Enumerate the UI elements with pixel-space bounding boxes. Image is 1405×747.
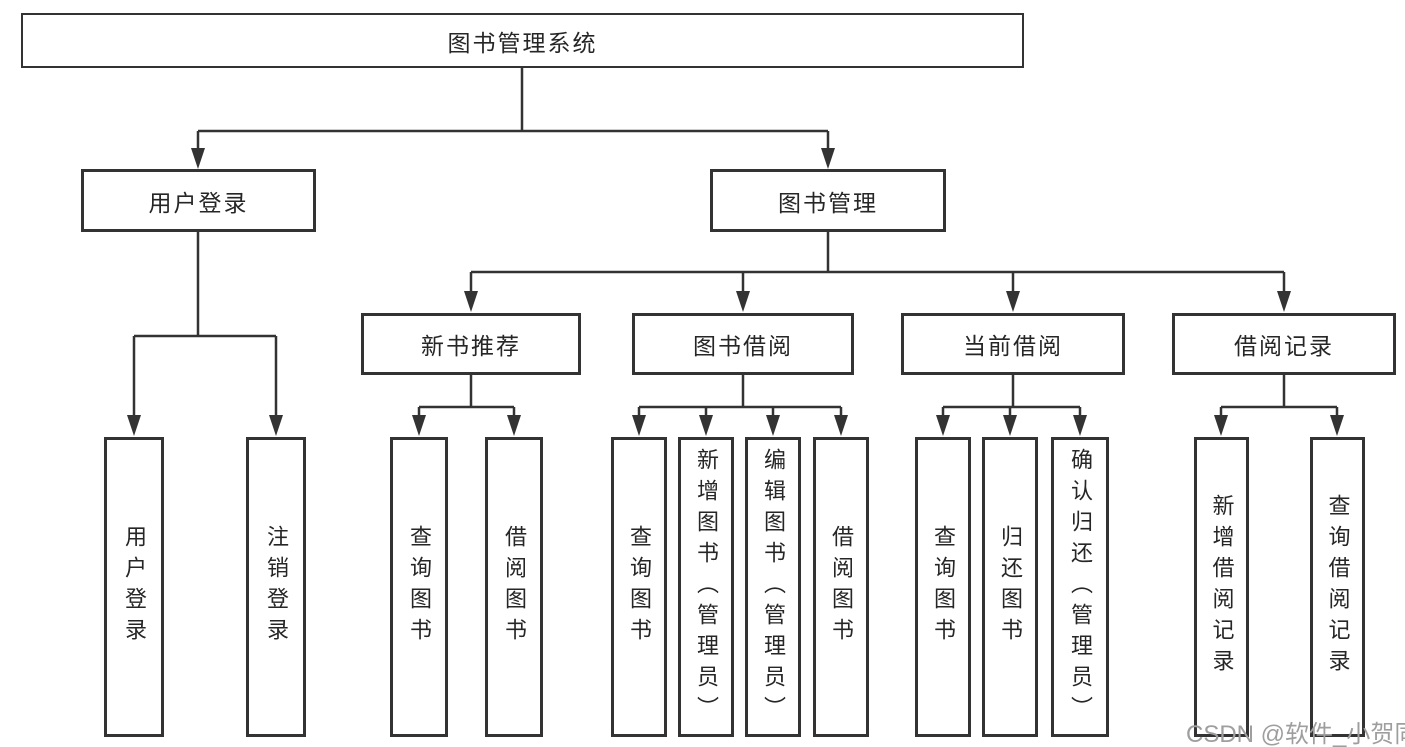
arrowhead-icons [127, 148, 1344, 436]
leaf-borrow-books: 借阅图书 [813, 437, 869, 737]
leaf-query-borrow-record: 查询借阅记录 [1310, 437, 1365, 737]
leaf-user-login: 用户登录 [104, 437, 164, 737]
arrow-down-icon [1277, 291, 1291, 312]
leaf-add-book-admin: 新增图书（管理员） [678, 437, 734, 737]
node-book-management: 图书管理 [710, 169, 946, 232]
leaf-logout: 注销登录 [246, 437, 306, 737]
leaf-query-books-current: 查询图书 [915, 437, 971, 737]
node-book-borrow: 图书借阅 [632, 313, 854, 375]
node-user-login: 用户登录 [81, 169, 316, 232]
leaf-borrow-books-recommend: 借阅图书 [485, 437, 543, 737]
arrow-down-icon [766, 415, 780, 436]
arrow-down-icon [1073, 415, 1087, 436]
arrow-down-icon [464, 291, 478, 312]
node-new-book-recommend: 新书推荐 [361, 313, 581, 375]
arrow-down-icon [1330, 415, 1344, 436]
arrow-down-icon [412, 415, 426, 436]
arrow-down-icon [821, 148, 835, 169]
leaf-edit-book-admin: 编辑图书（管理员） [745, 437, 801, 737]
arrow-down-icon [1006, 291, 1020, 312]
arrow-down-icon [736, 291, 750, 312]
arrow-down-icon [127, 415, 141, 436]
leaf-add-borrow-record: 新增借阅记录 [1194, 437, 1249, 737]
leaf-query-books-borrow: 查询图书 [611, 437, 667, 737]
arrow-down-icon [269, 415, 283, 436]
arrow-down-icon [699, 415, 713, 436]
csdn-watermark: CSDN @软件_小贺同学 [1186, 721, 1405, 747]
leaf-query-books-recommend: 查询图书 [390, 437, 448, 737]
arrow-down-icon [936, 415, 950, 436]
leaf-confirm-return-admin: 确认归还（管理员） [1051, 437, 1109, 737]
leaf-return-books: 归还图书 [982, 437, 1038, 737]
node-current-borrow: 当前借阅 [901, 313, 1125, 375]
arrow-down-icon [632, 415, 646, 436]
arrow-down-icon [1214, 415, 1228, 436]
arrow-down-icon [1003, 415, 1017, 436]
arrow-down-icon [834, 415, 848, 436]
arrow-down-icon [507, 415, 521, 436]
node-borrow-records: 借阅记录 [1172, 313, 1396, 375]
node-root: 图书管理系统 [21, 13, 1024, 68]
arrow-down-icon [191, 148, 205, 169]
